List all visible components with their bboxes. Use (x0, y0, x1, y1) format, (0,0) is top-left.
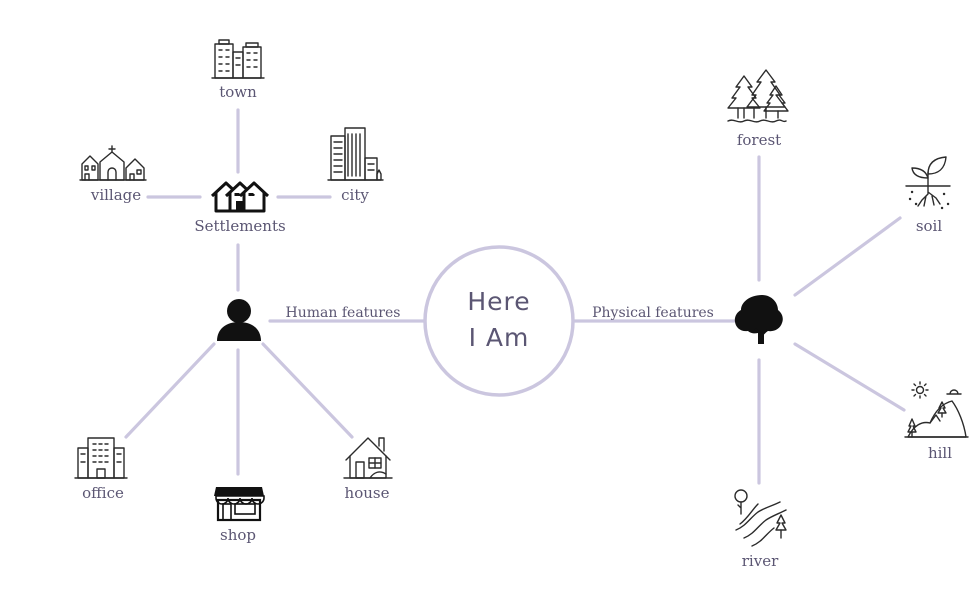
forest-label: forest (737, 131, 781, 149)
hill-icon (904, 381, 969, 438)
center-line2: I Am (469, 323, 530, 352)
connectors (124, 108, 906, 485)
forest-icon (727, 69, 789, 123)
tree-icon (734, 295, 783, 344)
house-icon (343, 437, 393, 479)
town-icon (211, 39, 265, 79)
center-node: Here I Am (423, 245, 575, 397)
connector-physical-soil (793, 216, 902, 297)
person-icon (217, 299, 261, 341)
village-icon (79, 145, 147, 181)
soil-icon (905, 156, 951, 210)
town-label: town (219, 83, 257, 101)
city-label: city (341, 186, 369, 204)
settlements-icon (210, 181, 270, 213)
office-icon (74, 437, 128, 479)
office-label: office (82, 484, 124, 502)
house-label: house (345, 484, 390, 502)
center-line1: Here (467, 287, 530, 316)
connector-human-office (124, 342, 216, 439)
connector-human-house (261, 342, 354, 439)
connector-physical-hill (793, 342, 906, 412)
settlements-label: Settlements (194, 217, 285, 235)
river-label: river (742, 552, 779, 570)
shop-label: shop (220, 526, 256, 544)
branch-label-physical: Physical features (592, 305, 714, 321)
shop-icon (214, 487, 265, 522)
branch-label-human: Human features (286, 305, 401, 321)
river-icon (734, 489, 787, 547)
village-label: village (90, 186, 141, 204)
city-icon (327, 127, 384, 181)
soil-label: soil (916, 217, 943, 235)
hill-label: hill (928, 444, 952, 462)
